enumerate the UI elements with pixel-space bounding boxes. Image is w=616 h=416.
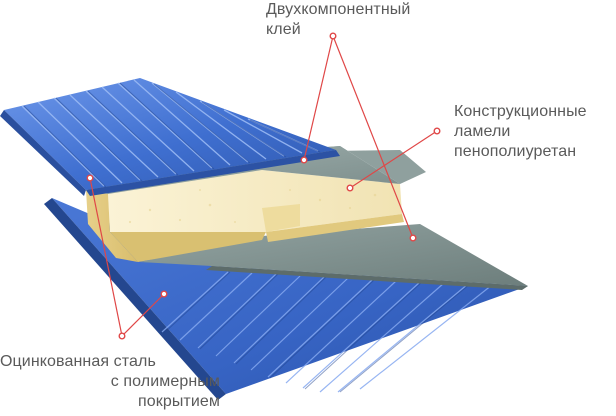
steel-label-line-1: Оцинкованная сталь xyxy=(0,353,156,370)
bottom-adhesive-layer xyxy=(140,224,528,290)
steel-apex-dot xyxy=(118,332,126,340)
adhesive-leader-top xyxy=(303,35,334,161)
adhesive-label-line-2: клей xyxy=(266,21,301,38)
core-label-line-1: Конструкционные xyxy=(454,103,587,120)
callout-dots xyxy=(86,32,441,340)
adhesive-apex-dot xyxy=(329,32,337,40)
steel-bottom-dot xyxy=(160,290,168,298)
core-target-dot xyxy=(346,184,354,192)
steel-label-line-2: с полимерным xyxy=(110,373,220,390)
bottom-steel-sheet xyxy=(44,198,528,400)
label-two-component-adhesive: Двухкомпонентный клей xyxy=(266,0,410,40)
label-structural-lamellas: Конструкционные ламели пенополиуретан xyxy=(454,102,587,162)
core-leader xyxy=(349,130,438,189)
label-galvanized-steel: Оцинкованная сталь с полимерным покрытие… xyxy=(0,352,220,412)
adhesive-label-line-1: Двухкомпонентный xyxy=(266,1,411,18)
callout-lines xyxy=(89,35,438,337)
steel-top-dot xyxy=(86,174,94,182)
adhesive-leader-bottom xyxy=(332,35,414,239)
steel-leader-bottom xyxy=(121,293,165,337)
core-label-line-2: ламели xyxy=(454,123,511,140)
steel-leader-top xyxy=(89,177,123,337)
steel-label-line-3: покрытием xyxy=(137,393,220,410)
top-steel-sheet xyxy=(0,78,340,196)
adhesive-top-dot xyxy=(300,156,308,164)
foam-core xyxy=(86,170,404,262)
adhesive-bottom-dot xyxy=(409,234,417,242)
core-apex-dot xyxy=(433,127,441,135)
core-label-line-3: пенополиуретан xyxy=(454,143,577,160)
